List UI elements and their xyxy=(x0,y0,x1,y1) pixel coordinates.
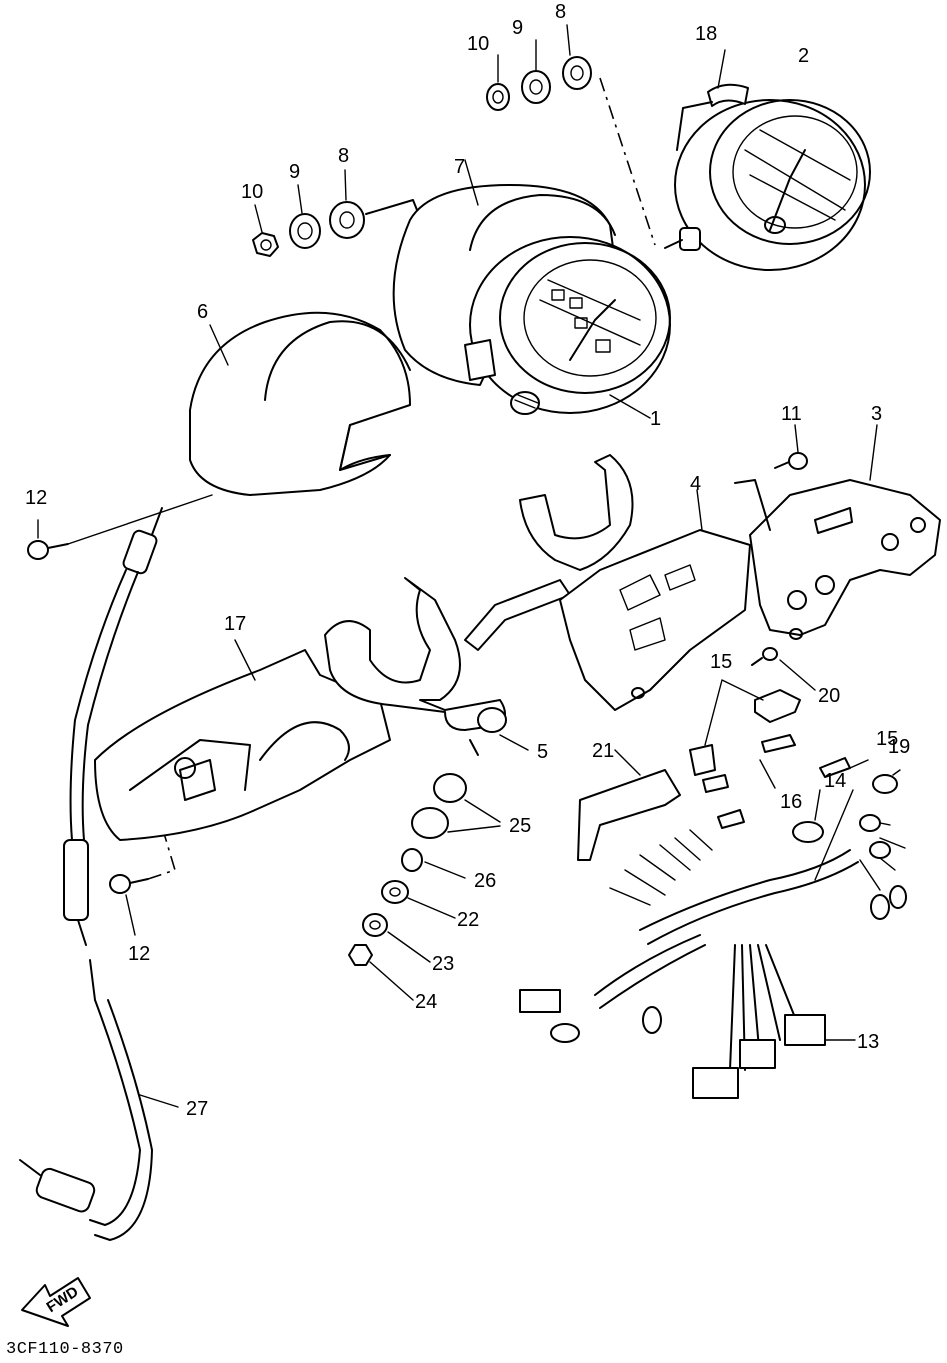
callout-10-upper: 10 xyxy=(467,33,489,55)
callout-10-lower: 10 xyxy=(241,181,263,203)
callout-12-upper: 12 xyxy=(25,487,47,509)
diagram-code: 3CF110-8370 xyxy=(6,1340,124,1359)
part-1-speedometer xyxy=(464,236,671,419)
callout-2: 2 xyxy=(798,45,809,67)
part-12-screw-lower xyxy=(109,819,176,936)
callout-12-lower: 12 xyxy=(128,943,150,965)
callout-16: 16 xyxy=(780,791,802,813)
part-11-screw xyxy=(774,424,808,470)
part-17-lower-bracket xyxy=(94,639,391,841)
part-3-plate xyxy=(734,424,941,640)
parts-8-9-10-hardware-upper xyxy=(486,24,656,246)
part-5-handlebar-holder xyxy=(324,577,571,756)
callout-22: 22 xyxy=(457,909,479,931)
callout-19: 19 xyxy=(888,736,910,758)
part-20-screw xyxy=(751,647,816,691)
callout-25: 25 xyxy=(509,815,531,837)
callout-24: 24 xyxy=(415,991,437,1013)
callout-13: 13 xyxy=(857,1031,879,1053)
part-12-screw-upper xyxy=(27,494,213,560)
callout-17: 17 xyxy=(224,613,246,635)
callout-11: 11 xyxy=(781,403,802,425)
callout-15-right: 15 xyxy=(876,728,898,750)
part-4-upper-bracket xyxy=(519,454,751,711)
callout-1: 1 xyxy=(650,408,661,430)
callout-27: 27 xyxy=(186,1098,208,1120)
parts-15-16-19-sockets-bulbs xyxy=(689,679,901,843)
part-2-tachometer xyxy=(664,99,871,271)
callout-9-upper: 9 xyxy=(512,17,523,39)
part-18-seal xyxy=(676,49,749,151)
callout-8-upper: 8 xyxy=(555,1,566,23)
callout-14: 14 xyxy=(824,770,846,792)
callout-labels: 1 2 3 4 5 6 7 8 8 9 9 10 10 11 12 12 13 … xyxy=(25,1,910,1120)
callout-9-lower: 9 xyxy=(289,161,300,183)
callout-18: 18 xyxy=(695,23,717,45)
callout-4: 4 xyxy=(690,473,701,495)
part-13-wire-harness xyxy=(519,789,907,1099)
part-6-front-cover xyxy=(189,311,411,496)
part-21-strip xyxy=(577,749,681,861)
callout-3: 3 xyxy=(871,403,882,425)
callout-15-left: 15 xyxy=(710,651,732,673)
callout-6: 6 xyxy=(197,301,208,323)
fwd-arrow: FWD xyxy=(21,1277,91,1327)
callout-21: 21 xyxy=(592,740,614,762)
callout-23: 23 xyxy=(432,953,454,975)
callout-20: 20 xyxy=(818,685,840,707)
parts-22-26-grommets-nuts xyxy=(348,773,501,1001)
callout-7: 7 xyxy=(454,156,465,178)
callout-26: 26 xyxy=(474,870,496,892)
part-27-speedo-cable xyxy=(19,507,179,1241)
callout-8-lower: 8 xyxy=(338,145,349,167)
callout-5: 5 xyxy=(537,741,548,763)
